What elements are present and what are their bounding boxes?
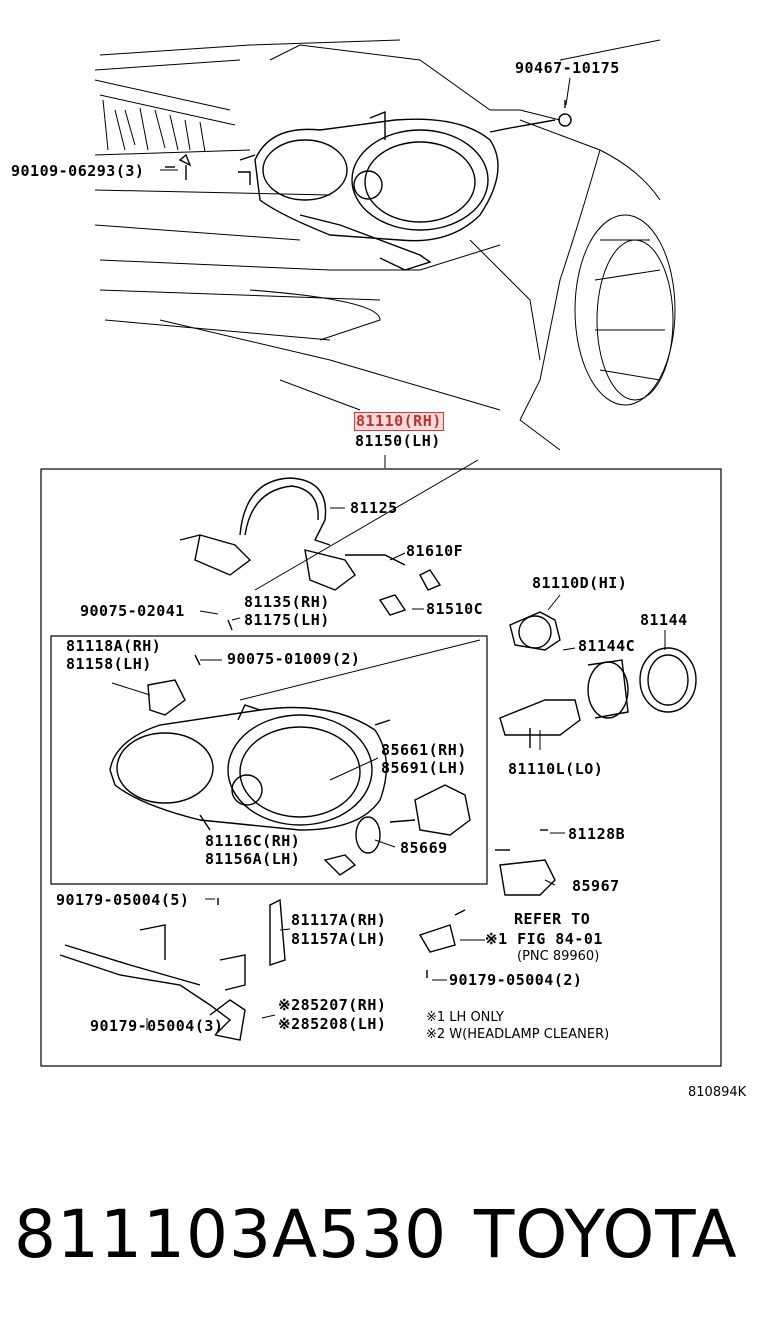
- label-85691-lh: 85691(LH): [381, 759, 467, 777]
- label-81116c-rh: 81116C(RH): [205, 832, 301, 850]
- brand-name: TOYOTA: [474, 1196, 738, 1273]
- label-pnc-89960: (PNC 89960): [517, 949, 600, 964]
- label-85661-rh: 85661(RH): [381, 741, 467, 759]
- label-85208-lh: ※285208(LH): [278, 1015, 387, 1033]
- brackets-and-cleaner: [59, 898, 466, 1041]
- label-90075-02041: 90075-02041: [80, 602, 185, 620]
- label-90075-01009: 90075-01009(2): [227, 650, 361, 668]
- label-81118a-rh: 81118A(RH): [66, 637, 162, 655]
- headlamp-top-illustration: [165, 100, 572, 271]
- label-85967: 85967: [572, 877, 620, 895]
- label-81610f: 81610F: [406, 542, 464, 560]
- diagram-code: 810894K: [688, 1085, 747, 1100]
- wire-harness: [179, 477, 442, 616]
- label-85669: 85669: [400, 839, 448, 857]
- label-90179-05004-5: 90179-05004(5): [56, 891, 190, 909]
- label-90179-05004-2: 90179-05004(2): [449, 971, 583, 989]
- label-81150-lh: 81150(LH): [355, 432, 441, 450]
- label-81110l-lo: 81110L(LO): [508, 760, 604, 778]
- label-90109-06293: 90109-06293(3): [11, 162, 145, 180]
- label-81144: 81144: [640, 611, 688, 629]
- bulbs-and-sockets: [147, 611, 697, 896]
- note-lh-only: ※1 LH ONLY: [426, 1010, 504, 1025]
- label-90467-10175: 90467-10175: [515, 59, 620, 77]
- label-81117a-rh: 81117A(RH): [291, 911, 387, 929]
- label-85207-rh: ※285207(RH): [278, 996, 387, 1014]
- label-81158-lh: 81158(LH): [66, 655, 152, 673]
- label-81144c: 81144C: [578, 637, 636, 655]
- label-81510c: 81510C: [426, 600, 484, 618]
- headlamp-housing: [109, 704, 391, 831]
- label-81110-rh-highlighted[interactable]: 81110(RH): [354, 412, 444, 431]
- label-81135-rh: 81135(RH): [244, 593, 330, 611]
- label-fig-84-01: ※1 FIG 84-01: [485, 930, 603, 948]
- label-81156a-lh: 81156A(LH): [205, 850, 301, 868]
- label-refer-to: REFER TO: [514, 910, 591, 928]
- label-81110d-hi: 81110D(HI): [532, 574, 628, 592]
- car-body-sketch: [94, 39, 676, 451]
- leader-lines: [111, 77, 666, 1030]
- label-81128b: 81128B: [568, 825, 626, 843]
- label-81125: 81125: [350, 499, 398, 517]
- label-81175-lh: 81175(LH): [244, 611, 330, 629]
- part-number: 811103A530: [14, 1196, 448, 1273]
- housing-subframe: [50, 635, 488, 885]
- note-headlamp-cleaner: ※2 W(HEADLAMP CLEANER): [426, 1027, 610, 1042]
- label-81157a-lh: 81157A(LH): [291, 930, 387, 948]
- label-90179-05004-3: 90179-05004(3): [90, 1017, 224, 1035]
- assembly-frame: [40, 468, 722, 1067]
